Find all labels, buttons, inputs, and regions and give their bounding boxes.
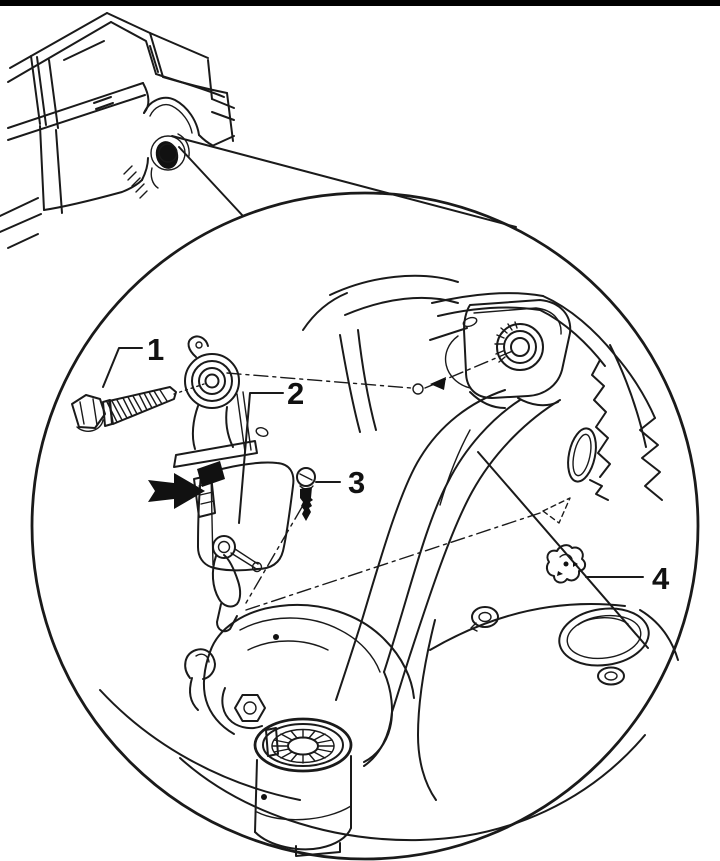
wheel-hub-icon [150, 133, 190, 189]
callout-label-2: 2 [287, 376, 304, 411]
detail-circle [30, 191, 700, 861]
part-3-screw [296, 467, 316, 521]
trailing-arm [335, 389, 561, 767]
part-2-level-sensor [173, 335, 295, 633]
axle-mount-bushing [184, 604, 415, 857]
body-structure [99, 274, 679, 842]
callout-4: 4 [585, 561, 670, 596]
bushing-star-icon [271, 729, 335, 764]
callouts: 1 2 3 4 [102, 332, 670, 596]
top-bar [0, 0, 720, 6]
detail-view [71, 274, 679, 857]
direction-arrow-icon [148, 473, 205, 509]
callout-label-3: 3 [348, 465, 365, 500]
part-1-bolt [71, 386, 177, 432]
alignment-lines [173, 349, 571, 611]
callout-1: 1 [102, 332, 164, 388]
pivot-bolt-assembly [444, 299, 572, 409]
callout-label-1: 1 [147, 332, 164, 367]
callout-label-4: 4 [652, 561, 670, 596]
part-4-retaining-clip [545, 544, 587, 584]
callout-wedge [171, 135, 517, 228]
callout-2: 2 [238, 376, 304, 524]
vehicle-thumbnail [0, 12, 235, 249]
callout-3: 3 [315, 465, 365, 500]
